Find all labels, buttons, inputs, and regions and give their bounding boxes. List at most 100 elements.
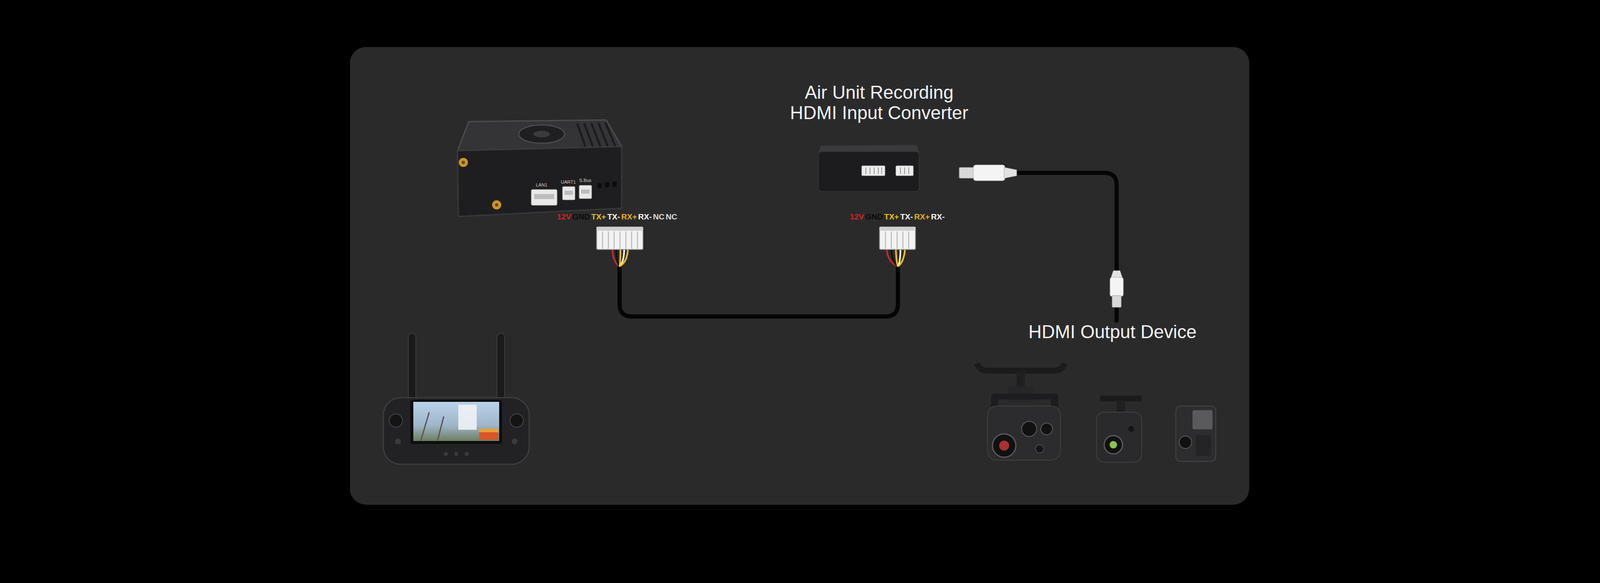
air-unit-illustration (457, 146, 622, 217)
gimbal-camera (1128, 426, 1135, 433)
gimbal-camera (977, 363, 1065, 461)
pin-connector (886, 249, 898, 267)
converter-illustration (861, 165, 885, 176)
converter-illustration (877, 167, 879, 175)
pin-connector (879, 227, 916, 267)
pin-connector (908, 231, 910, 249)
gimbal-camera (1040, 423, 1053, 435)
air-unit-illustration (612, 181, 617, 187)
gimbal-camera (1096, 412, 1142, 463)
air-unit: LAN1UART1S.Bus (454, 116, 650, 267)
cable-connector (975, 172, 1117, 321)
gimbal-camera (1021, 421, 1037, 437)
cable-connector (619, 266, 898, 317)
air-unit-illustration (461, 160, 465, 165)
remote-controller (389, 414, 403, 428)
hdmi-plug (959, 167, 975, 179)
converter-illustration (900, 167, 901, 175)
gimbal-camera (1035, 445, 1044, 454)
pin-connector (596, 227, 643, 267)
gimbal-camera (999, 440, 1010, 451)
gimbal-camera (977, 363, 1065, 371)
remote-controller (413, 402, 500, 442)
air-unit-illustration (495, 203, 499, 207)
converter-illustration (873, 167, 875, 175)
pin-connector (902, 231, 904, 249)
air-unit-illustration (562, 186, 575, 200)
remote-controller (383, 333, 530, 465)
gimbal-camera (1109, 441, 1118, 449)
remote-controller (497, 333, 505, 405)
converter: Air Unit Recording HDMI Input Converter (783, 81, 975, 267)
remote-controller (437, 416, 444, 441)
remote-controller (395, 438, 401, 445)
action-camera (1175, 406, 1216, 462)
pin-label: NC (665, 212, 678, 222)
pin-connector (607, 231, 609, 249)
air-unit-illustration (605, 122, 616, 147)
pin-label: TX+ (884, 212, 899, 222)
pin-label: TX- (900, 212, 913, 222)
air-unit-illustration (533, 130, 550, 138)
remote-controller (410, 400, 503, 445)
converter-illustration (818, 151, 920, 192)
pin-label: RX+ (621, 212, 638, 222)
action-camera (1179, 436, 1192, 449)
hdmi-plug (1004, 167, 1017, 179)
gimbal-camera (987, 406, 1061, 461)
pin-label-row: 12VGNDTX+TX-RX+RX- (850, 212, 945, 222)
air-unit-illustration (564, 190, 573, 195)
air-unit-illustration (597, 183, 602, 189)
pin-connector (596, 227, 643, 250)
pin-label: RX- (931, 212, 945, 222)
pin-label: 12V (850, 212, 865, 222)
pin-connector (613, 231, 615, 249)
pin-label: TX- (607, 212, 620, 222)
air-unit-illustration (584, 123, 593, 147)
pin-connector (602, 231, 638, 249)
converter-illustration (895, 165, 914, 176)
pin-connector (891, 249, 898, 267)
port-label: UART1 (560, 179, 576, 185)
action-camera (1195, 435, 1211, 457)
pin-label: 12V (557, 212, 572, 222)
pin-connector (896, 231, 898, 249)
air-unit-illustration (579, 185, 592, 199)
air-unit-illustration (534, 194, 555, 200)
output-device-group: HDMI Output Device (970, 320, 1255, 469)
remote-controller (383, 397, 530, 465)
converter-illustration (865, 167, 882, 175)
remote-controller (511, 438, 518, 445)
gimbal-camera (1116, 400, 1125, 414)
pin-connector (879, 227, 916, 250)
air-unit-illustration (531, 189, 558, 206)
converter-illustration (900, 167, 909, 175)
pin-connector (897, 249, 905, 267)
air-unit-illustration (577, 123, 586, 147)
port-label: LAN1 (535, 182, 548, 188)
pin-label: RX+ (914, 212, 930, 222)
gimbal-camera (1016, 371, 1025, 389)
pin-label: RX- (638, 212, 653, 222)
remote-controller (510, 414, 524, 428)
converter-illustration (818, 145, 920, 192)
pin-connector (596, 227, 643, 231)
pin-connector (885, 231, 886, 249)
pin-label-row: 12VGNDTX+TX-RX+RX-NCNC (557, 212, 678, 222)
pin-connector (619, 249, 621, 267)
action-camera (1175, 406, 1216, 462)
air-unit-illustration (605, 182, 610, 188)
air-unit-illustration (457, 120, 622, 151)
pin-label: TX+ (591, 212, 606, 222)
pin-connector (619, 231, 621, 249)
pin-label: GND (572, 212, 590, 222)
air-unit-illustration (457, 120, 622, 217)
remote-controller (479, 429, 499, 440)
pin-label: NC (652, 212, 665, 222)
remote-controller (443, 452, 448, 457)
gimbal-camera (1100, 395, 1142, 402)
device-title: Air Unit Recording HDMI Input Converter (785, 82, 973, 124)
